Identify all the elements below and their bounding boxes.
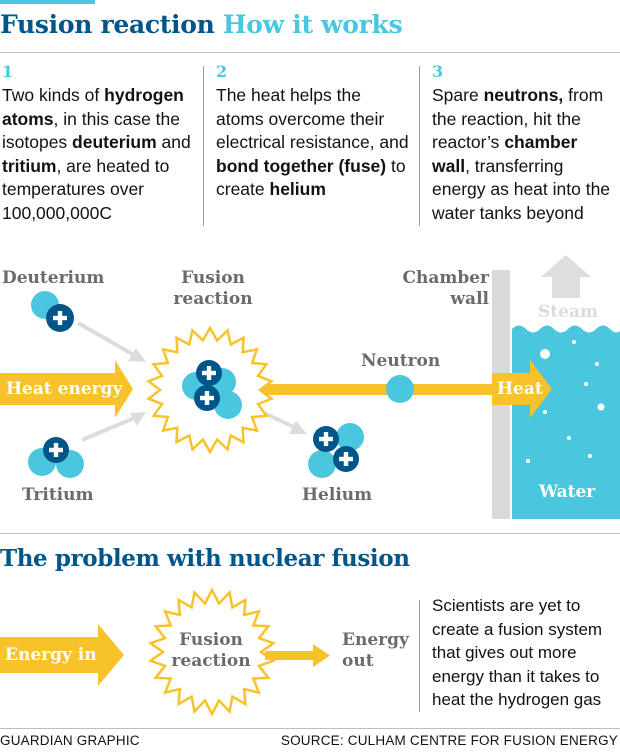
neutron-label: Neutron (361, 351, 441, 371)
chamber-label-line1: Chamber (402, 268, 489, 288)
step-number: 2 (216, 62, 228, 81)
neutron-particle (386, 375, 414, 403)
steam-label: Steam (538, 302, 598, 322)
fusion-label-line2: reaction (173, 289, 253, 309)
fusion-label: Fusion reaction (168, 268, 258, 310)
problem-fusion-label: Fusion reaction (166, 630, 256, 672)
page-title: Fusion reaction How it works (0, 10, 403, 39)
step-3: 3 Spare neutrons, from the reaction, hit… (432, 62, 620, 225)
section-rule (0, 533, 620, 534)
fusion-atoms (182, 360, 242, 419)
tritium-path-arrow (81, 416, 135, 442)
energy-out-line1: Energy (342, 630, 409, 650)
chamber-wall-label: Chamber wall (401, 268, 489, 310)
step-divider (203, 66, 204, 226)
footer-source: SOURCE: CULHAM CENTRE FOR FUSION ENERGY (280, 733, 618, 748)
title-part-2: How it works (222, 10, 403, 39)
heat-energy-arrow (0, 360, 133, 418)
step-1: 1 Two kinds of hydrogen atoms, in this c… (2, 62, 198, 225)
helium-atom (308, 423, 364, 478)
footer-credit: GUARDIAN GRAPHIC (0, 733, 140, 748)
chamber-label-line2: wall (450, 289, 489, 309)
energy-out-label: Energy out (342, 630, 409, 672)
problem-fusion-line1: Fusion (179, 630, 243, 650)
title-part-1: Fusion reaction (0, 10, 215, 39)
water-label: Water (539, 482, 596, 502)
helium-label: Helium (302, 485, 373, 505)
top-accent-bar (0, 0, 95, 4)
step-number: 3 (432, 62, 444, 81)
steam-arrow (541, 255, 591, 298)
problem-heading: The problem with nuclear fusion (0, 545, 410, 572)
fusion-starburst-2 (147, 587, 277, 717)
water-bubbles (526, 340, 605, 463)
neutron-beam (262, 384, 498, 395)
energy-in-arrow (0, 624, 124, 686)
energy-in-label: Energy in (5, 645, 97, 665)
problem-divider (419, 600, 420, 712)
footer-rule (0, 728, 620, 729)
step-text: The heat helps the atoms overcome their … (216, 85, 409, 199)
step-divider (419, 66, 420, 226)
deuterium-atom (31, 291, 74, 332)
title-rule (0, 52, 620, 53)
deuterium-label: Deuterium (2, 268, 105, 288)
step-text: Two kinds of hydrogen atoms, in this cas… (2, 85, 191, 223)
problem-fusion-line2: reaction (171, 651, 251, 671)
step-2: 2 The heat helps the atoms overcome thei… (216, 62, 412, 202)
helium-path-arrow (261, 410, 297, 430)
energy-out-line2: out (342, 651, 374, 671)
step-number: 1 (2, 62, 14, 81)
problem-note: Scientists are yet to create a fusion sy… (432, 596, 603, 709)
deuterium-path-arrow (77, 321, 135, 357)
energy-out-arrow (265, 651, 315, 660)
tritium-label: Tritium (22, 485, 94, 505)
tritium-atom (28, 437, 84, 478)
heat-arrow (492, 360, 552, 418)
heat-energy-label: Heat energy (6, 379, 123, 399)
fusion-label-line1: Fusion (181, 268, 245, 288)
step-text: Spare neutrons, from the reaction, hit t… (432, 85, 611, 223)
heat-label: Heat (497, 379, 543, 399)
